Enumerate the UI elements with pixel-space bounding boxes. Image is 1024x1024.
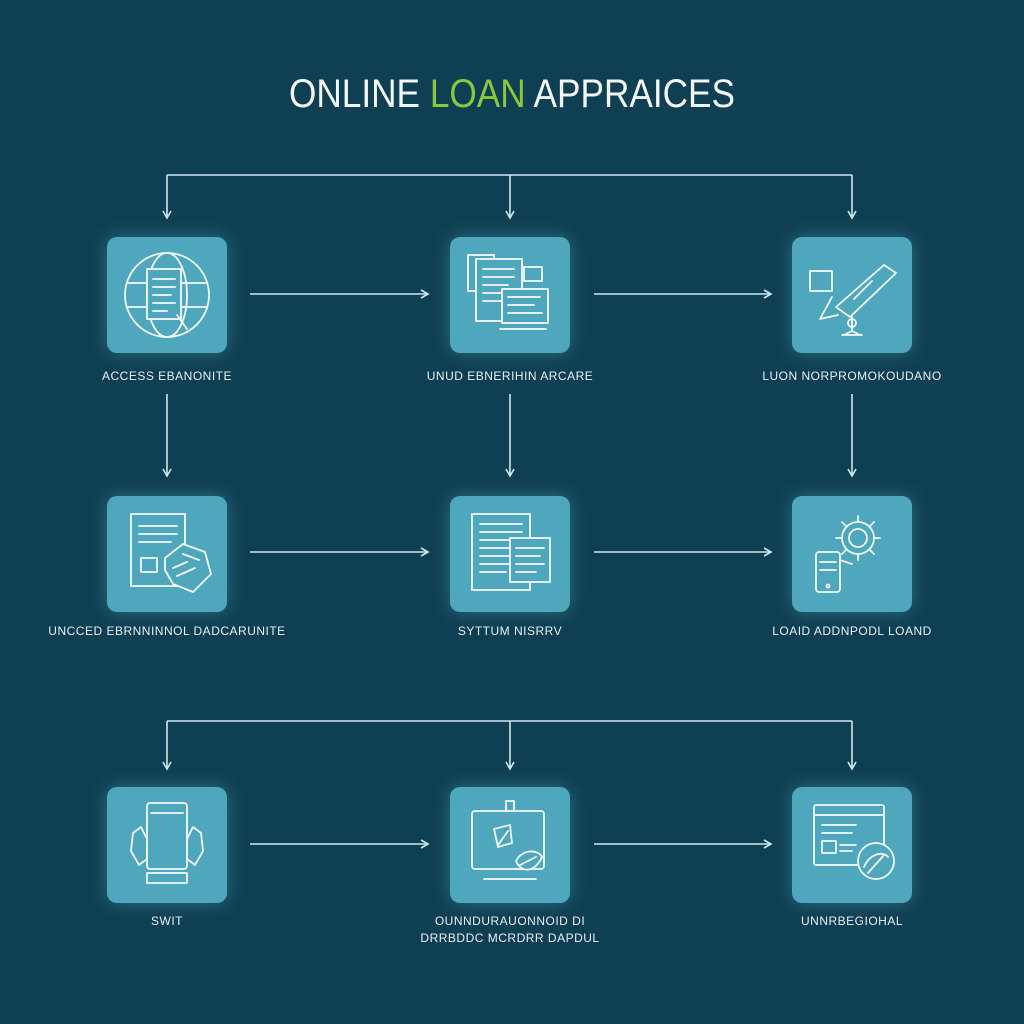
documents-stack-icon bbox=[467, 254, 549, 330]
step-card-7 bbox=[107, 787, 227, 903]
diagram-title: ONLINE LOAN APPRAICES bbox=[61, 72, 962, 117]
title-part-2: LOAN bbox=[429, 72, 526, 116]
document-handshake-icon bbox=[130, 513, 212, 593]
browser-leaf-icon bbox=[813, 804, 895, 880]
step-label-2: UNUD EBNERIHIN ARCARE bbox=[426, 369, 594, 383]
step-label-4: UNCCED EBRNNINNOL DADCARUNITE bbox=[48, 624, 286, 638]
step-card-6 bbox=[792, 496, 912, 612]
monitor-leaf-icon bbox=[471, 800, 545, 880]
step-label-1: ACCESS EBANONITE bbox=[101, 369, 233, 383]
title-part-3: APPRAICES bbox=[525, 72, 736, 116]
step-label-3: LUON NORPROMOKOUDANO bbox=[762, 369, 942, 383]
step-card-8 bbox=[450, 787, 570, 903]
title-part-1: ONLINE bbox=[288, 72, 430, 116]
step-card-5 bbox=[450, 496, 570, 612]
gear-phone-icon bbox=[815, 515, 881, 593]
telescope-icon bbox=[809, 264, 897, 336]
step-label-5: SYTTUM NISRRV bbox=[457, 624, 563, 638]
document-card-icon bbox=[471, 513, 551, 591]
step-label-7: SWIT bbox=[151, 914, 183, 928]
step-card-9 bbox=[792, 787, 912, 903]
step-card-3 bbox=[792, 237, 912, 353]
hands-phone-icon bbox=[130, 802, 204, 884]
step-card-1 bbox=[107, 237, 227, 353]
globe-document-icon bbox=[124, 252, 210, 338]
step-card-4 bbox=[107, 496, 227, 612]
step-card-2 bbox=[450, 237, 570, 353]
step-label-8: OUNNDURAUONNOID DI bbox=[434, 914, 586, 928]
step-label-8-line-2: DRRBDDC MCRDRR DAPDUL bbox=[420, 931, 600, 945]
step-label-9: UNNRBEGIOHAL bbox=[800, 914, 904, 928]
step-label-6: LOAID ADDNPODL LOAND bbox=[772, 624, 932, 638]
